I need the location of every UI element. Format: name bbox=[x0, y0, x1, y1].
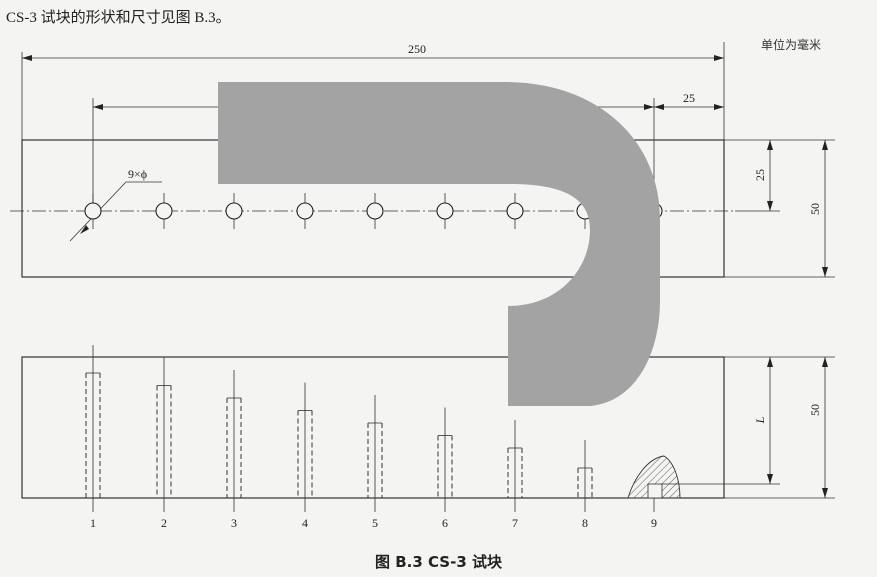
dim-50-side-label: 50 bbox=[808, 404, 822, 416]
hole-top-2 bbox=[155, 202, 173, 220]
hole-numbers: 1 2 3 4 5 6 7 8 9 bbox=[90, 498, 657, 530]
dim-L-label: L bbox=[753, 416, 767, 424]
dim-50-top-label: 50 bbox=[808, 203, 822, 215]
unit-note: 单位为毫米 bbox=[761, 38, 822, 52]
intro-text: CS-3 试块的形状和尺寸见图 B.3。 bbox=[6, 10, 231, 26]
side-view-outline bbox=[21, 356, 725, 499]
hole-top-6 bbox=[436, 202, 454, 220]
side-view: L 50 1 2 3 4 5 6 7 8 9 bbox=[21, 345, 835, 530]
hole-number-4: 4 bbox=[302, 516, 308, 530]
hole-number-9: 9 bbox=[651, 516, 657, 530]
hole-number-6: 6 bbox=[442, 516, 448, 530]
dim-250-label: 250 bbox=[408, 42, 426, 56]
hole-top-7 bbox=[506, 202, 524, 220]
grey-overlay-shape bbox=[218, 82, 660, 406]
hole-number-1: 1 bbox=[90, 516, 96, 530]
hole-note-label: 9×ϕ bbox=[128, 167, 147, 181]
dim-25-edge-label: 25 bbox=[683, 91, 695, 105]
top-view-holes bbox=[84, 193, 663, 229]
hole-number-3: 3 bbox=[231, 516, 237, 530]
hole-top-3 bbox=[225, 202, 243, 220]
hole-number-8: 8 bbox=[582, 516, 588, 530]
hole-top-5 bbox=[366, 202, 384, 220]
hole-number-7: 7 bbox=[512, 516, 518, 530]
hole-9-section bbox=[627, 455, 681, 499]
hole-number-2: 2 bbox=[161, 516, 167, 530]
hole-number-5: 5 bbox=[372, 516, 378, 530]
hole-top-1 bbox=[84, 202, 102, 220]
dim-25-height-label: 25 bbox=[753, 169, 767, 181]
hole-top-4 bbox=[296, 202, 314, 220]
figure-caption: 图 B.3 CS-3 试块 bbox=[375, 553, 502, 571]
side-view-holes bbox=[85, 345, 593, 498]
